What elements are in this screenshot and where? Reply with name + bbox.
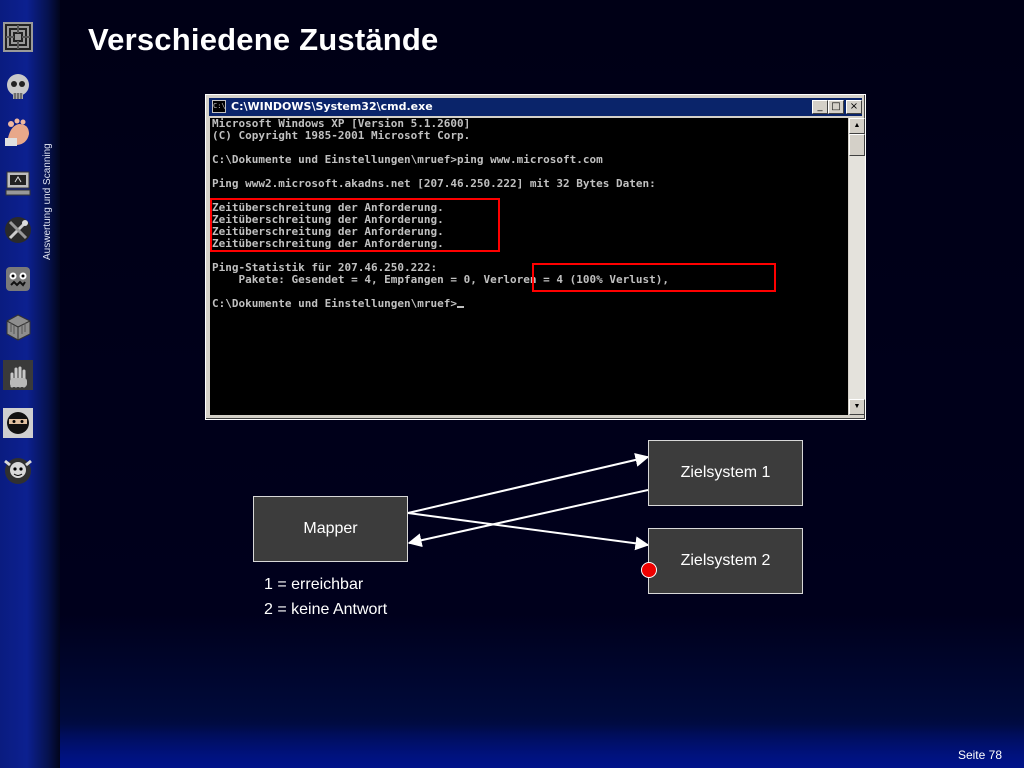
console-line: Ping www2.microsoft.akadns.net [207.46.2…: [212, 177, 656, 190]
cmd-app-icon[interactable]: C:\: [212, 100, 226, 113]
cmd-titlebar[interactable]: C:\ C:\WINDOWS\System32\cmd.exe _ □ ×: [209, 98, 862, 116]
loss-highlight-box: [532, 263, 776, 292]
scroll-up-button[interactable]: ▲: [849, 118, 865, 134]
sidebar-section-label: Auswertung und Scanning: [42, 143, 53, 260]
console-line: Pakete: Gesendet = 4, Empfangen = 0, Ver…: [212, 273, 669, 286]
cube-icon: [3, 312, 33, 342]
scroll-down-button[interactable]: ▼: [849, 399, 865, 415]
monster-icon: [3, 264, 33, 294]
tools-icon: [3, 215, 33, 245]
mapper-box: Mapper: [253, 496, 408, 562]
cmd-scrollbar[interactable]: ▲ ▼: [849, 118, 865, 415]
console-line: Ping-Statistik für 207.46.250.222:: [212, 261, 438, 274]
console-line: (C) Copyright 1985-2001 Microsoft Corp.: [212, 129, 471, 142]
slide-sidebar: [0, 0, 60, 768]
legend-reachable: 1 = erreichbar: [264, 576, 364, 593]
gnome-icon: [3, 456, 33, 486]
target-system-2-box: Zielsystem 2: [648, 528, 803, 594]
maze-icon: [3, 22, 33, 52]
cmd-window: C:\ C:\WINDOWS\System32\cmd.exe _ □ × Mi…: [205, 94, 866, 420]
console-line: Zeitüberschreitung der Anforderung.: [212, 201, 444, 214]
maximize-button[interactable]: □: [828, 100, 844, 114]
console-prompt-line: C:\Dokumente und Einstellungen\mruef>: [212, 297, 465, 310]
hand-icon: [3, 360, 33, 390]
cmd-console-output[interactable]: Microsoft Windows XP [Version 5.1.2600] …: [210, 118, 848, 415]
console-line: C:\Dokumente und Einstellungen\mruef>pin…: [212, 153, 603, 166]
close-button[interactable]: ×: [846, 100, 862, 114]
text-cursor: [457, 306, 465, 308]
timeout-highlight-box: [210, 198, 500, 252]
skull-icon: [3, 72, 33, 102]
feet-icon: [3, 118, 33, 148]
console-line: Zeitüberschreitung der Anforderung.: [212, 213, 444, 226]
minimize-button[interactable]: _: [812, 100, 828, 114]
no-response-indicator: [641, 562, 657, 578]
legend-no-response: 2 = keine Antwort: [264, 601, 388, 618]
page-number: Seite 78: [957, 748, 1002, 762]
target-system-1-box: Zielsystem 1: [648, 440, 803, 506]
console-line: Microsoft Windows XP [Version 5.1.2600]: [212, 118, 471, 130]
slide-title: Verschiedene Zustände: [88, 22, 439, 57]
ninja-icon: [3, 408, 33, 438]
console-line: Zeitüberschreitung der Anforderung.: [212, 225, 444, 238]
scroll-thumb[interactable]: [849, 134, 865, 156]
console-line: Zeitüberschreitung der Anforderung.: [212, 237, 444, 250]
console-prompt: C:\Dokumente und Einstellungen\mruef>: [212, 297, 458, 310]
slide-footer-band: [60, 724, 1024, 768]
cmd-window-title: C:\WINDOWS\System32\cmd.exe: [231, 100, 433, 113]
computer-icon: [3, 168, 33, 198]
